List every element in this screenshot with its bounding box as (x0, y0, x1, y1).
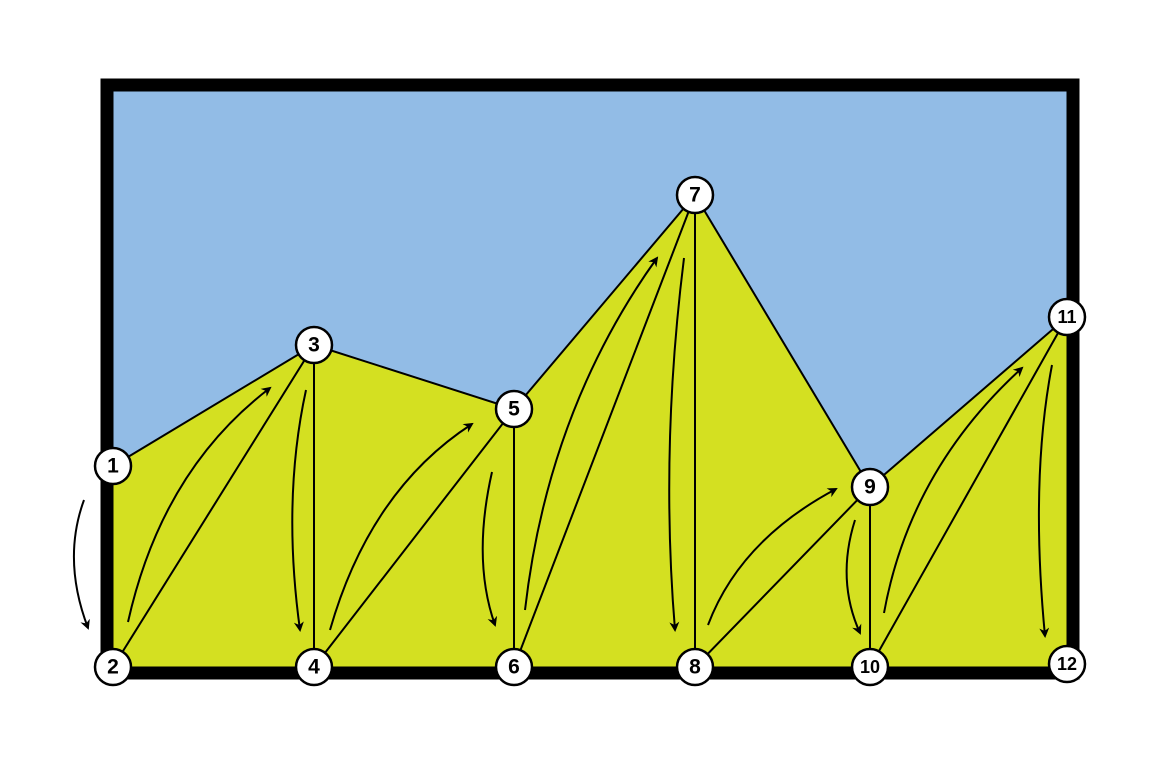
mountain-ground (107, 195, 1073, 673)
node-circle (1047, 644, 1087, 684)
edges-layer (112, 194, 1068, 668)
node-label: 6 (508, 656, 520, 679)
edge-5-7 (513, 194, 696, 410)
edge-7-9 (694, 194, 871, 488)
node-5: 5 (494, 389, 534, 429)
edge-2-3 (112, 344, 315, 668)
sequence-arrow-11-to-12 (1037, 364, 1053, 638)
node-circle (675, 647, 715, 687)
edge-10-11 (869, 316, 1068, 668)
node-label: 7 (689, 184, 701, 207)
node-circle (850, 647, 890, 687)
node-2: 2 (93, 647, 133, 687)
sequence-arrow-1-to-2 (72, 499, 90, 630)
node-label: 12 (1057, 654, 1077, 674)
node-label: 9 (864, 476, 876, 499)
outer-frame (100, 78, 1080, 680)
sequence-arrow-10-to-11 (883, 366, 1024, 614)
node-circle (93, 647, 133, 687)
node-label: 3 (308, 334, 320, 357)
edge-9-11 (869, 316, 1068, 488)
edge-1-3 (112, 344, 315, 467)
sequence-arrow-8-to-9 (707, 488, 838, 626)
sequence-arrow-9-to-10 (845, 519, 862, 635)
node-8: 8 (675, 647, 715, 687)
sequence-arrow-7-to-8 (668, 257, 685, 632)
node-circle (93, 446, 133, 486)
node-11: 11 (1047, 297, 1087, 337)
node-10: 10 (850, 647, 890, 687)
sequence-arrow-5-to-6 (481, 471, 498, 627)
sequence-arrow-6-to-7 (524, 256, 659, 611)
sequence-arrow-3-to-4 (291, 389, 307, 632)
node-label: 5 (508, 398, 520, 421)
node-label: 1 (107, 455, 119, 478)
node-circle (294, 325, 334, 365)
node-circle (850, 467, 890, 507)
edge-4-5 (313, 408, 515, 668)
node-9: 9 (850, 467, 890, 507)
edge-8-9 (694, 486, 871, 668)
node-12: 12 (1047, 644, 1087, 684)
sequence-arrow-4-to-5 (329, 422, 474, 631)
node-label: 11 (1057, 307, 1076, 327)
edge-3-5 (313, 344, 515, 410)
node-label: 4 (308, 656, 320, 679)
arrows-layer (72, 256, 1053, 638)
edge-6-7 (513, 194, 696, 668)
node-3: 3 (294, 325, 334, 365)
node-7: 7 (675, 175, 715, 215)
node-circle (294, 647, 334, 687)
node-label: 10 (860, 657, 880, 677)
node-circle (494, 389, 534, 429)
node-6: 6 (494, 647, 534, 687)
node-1: 1 (93, 446, 133, 486)
node-circle (675, 175, 715, 215)
node-circle (1047, 297, 1087, 337)
node-circle (494, 647, 534, 687)
node-4: 4 (294, 647, 334, 687)
node-label: 8 (689, 656, 701, 679)
sequence-arrow-2-to-3 (127, 386, 272, 623)
node-label: 2 (107, 656, 119, 679)
